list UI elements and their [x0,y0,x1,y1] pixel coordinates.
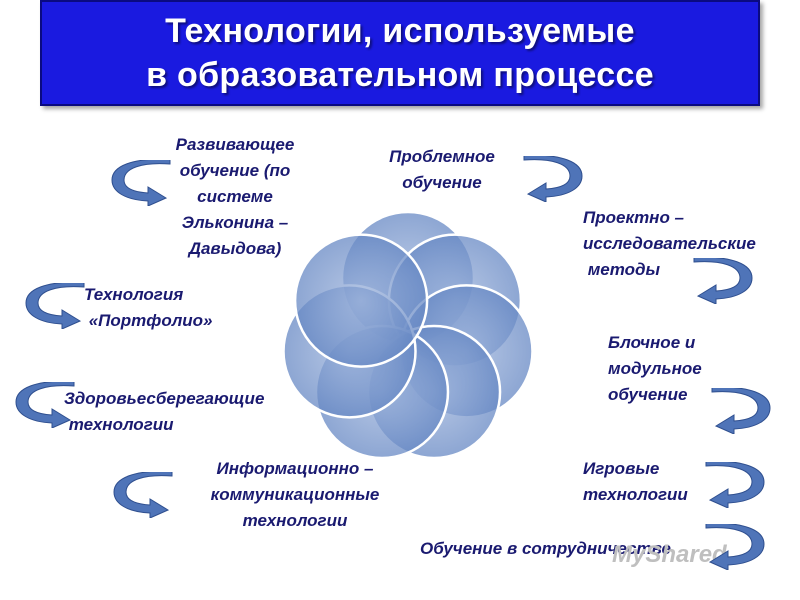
label-proektno: Проектно – исследовательские методы [583,208,756,279]
curved-arrow-icon [523,156,583,202]
label-zdorov: Здоровьесберегающие технологии [64,389,265,434]
curved-arrow-icon [693,258,753,304]
label-blochnoe: Блочное и модульное обучение [608,333,702,404]
curved-arrow-icon [113,472,173,518]
label-portfolio: Технология «Портфолио» [84,285,213,330]
curved-arrow-icon [705,462,765,508]
curved-arrow-icon [705,524,765,570]
curved-arrow-icon [25,283,85,329]
petal-circle [293,233,429,368]
label-razvivayushchee: Развивающее обучение (по системе Элькони… [175,135,295,258]
title-banner: Технологии, используемые в образовательн… [40,0,760,106]
label-informacionno: Информационно – коммуникационные техноло… [210,459,380,530]
title-line-1: Технологии, используемые [165,12,635,50]
curved-arrow-icon [711,388,771,434]
curved-arrow-icon [15,382,75,428]
label-igrovye: Игровые технологии [583,459,688,504]
watermark: MyShared [612,541,727,568]
title-line-2: в образовательном процессе [146,56,654,94]
curved-arrow-icon [111,160,171,206]
label-problemnoe: Проблемное обучение [389,147,495,192]
label-sotrudnichestvo: Обучение в сотрудничестве [420,539,671,558]
